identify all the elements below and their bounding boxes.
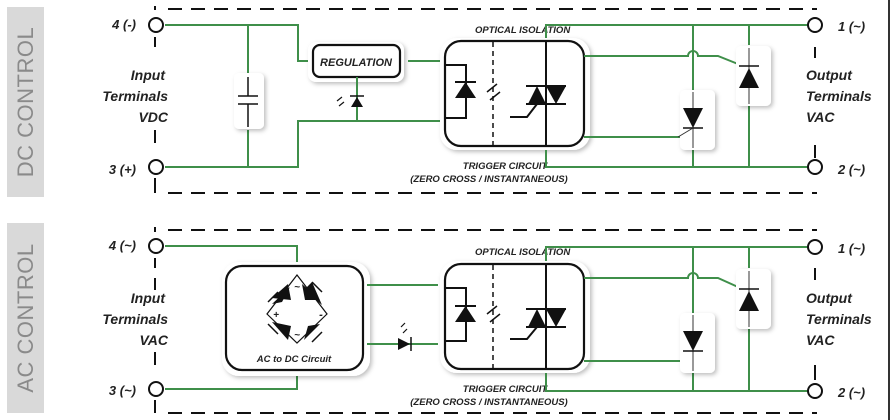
dc-triac-icon — [510, 85, 566, 118]
led-icon — [336, 95, 364, 107]
dc-terminal-2-label: 2 (~) — [837, 162, 865, 177]
dc-wire-out-bottom — [545, 150, 808, 168]
ac-terminal-2[interactable] — [807, 383, 823, 399]
ac-terminal-3[interactable] — [148, 381, 164, 397]
dc-enclosure-dashed — [168, 8, 817, 194]
ac-input-label-1: Input — [131, 290, 167, 306]
rectifier-mark-plus: + — [273, 310, 279, 321]
ac-terminal-4[interactable] — [148, 238, 164, 254]
ac-control-tab: AC CONTROL — [7, 223, 44, 413]
dc-terminal-3[interactable] — [148, 159, 164, 175]
ac-section: ~ ~ + - AC to DC Circuit OPTICAL ISOLATI… — [102, 227, 872, 414]
dc-terminal-4[interactable] — [148, 17, 164, 33]
ac-terminal-4-label: 4 (~) — [108, 238, 136, 253]
dc-terminal-1[interactable] — [807, 17, 823, 33]
ac-trigger-label: TRIGGER CIRCUIT — [463, 384, 549, 395]
ac-enclosure-dashed — [168, 229, 817, 414]
dc-optocoupler — [443, 39, 586, 148]
regulation-label: REGULATION — [320, 57, 393, 69]
dc-terminal-1-label: 1 (~) — [838, 19, 865, 34]
ac-output-label-1: Output — [806, 290, 853, 306]
dc-section: REGULATION OPTICAL ISOLATION TRIGGER CIR… — [102, 6, 872, 194]
ac-output-label-3: VAC — [806, 332, 835, 348]
capacitor-icon — [234, 73, 264, 129]
rectifier-mark-minus: - — [319, 309, 323, 321]
dc-trigger-sublabel: (ZERO CROSS / INSTANTANEOUS) — [410, 174, 567, 185]
frame-border — [888, 0, 890, 420]
dc-input-label-3: VDC — [138, 109, 168, 125]
bridge-rectifier-icon — [266, 274, 328, 344]
ac-scr-lower-icon — [680, 313, 715, 373]
ac-optocoupler — [443, 262, 586, 371]
ac-output-label-2: Terminals — [806, 311, 872, 327]
scr-lower-icon — [677, 90, 715, 150]
ac-led-icon — [398, 322, 412, 351]
ac-triac-icon — [510, 308, 566, 340]
ac-wire-top — [165, 245, 298, 262]
dc-control-tab: DC CONTROL — [7, 7, 44, 197]
dc-wire-bottom — [165, 120, 440, 168]
ac-wire-out-bottom — [545, 373, 808, 392]
ac-trigger-sublabel: (ZERO CROSS / INSTANTANEOUS) — [410, 397, 567, 408]
ac-wire-bottom — [165, 373, 298, 390]
dc-output-label-3: VAC — [806, 109, 835, 125]
dc-optical-label: OPTICAL ISOLATION — [475, 25, 571, 36]
ac-wire-out-top — [545, 246, 808, 261]
dc-terminal-2[interactable] — [807, 159, 823, 175]
dc-opto-led-icon — [455, 82, 476, 98]
ac-to-dc-label: AC to DC Circuit — [256, 354, 332, 365]
dc-input-label-2: Terminals — [102, 88, 168, 104]
ac-terminal-2-label: 2 (~) — [837, 385, 865, 400]
dc-wire-top — [165, 24, 310, 62]
ac-terminal-3-label: 3 (~) — [109, 383, 136, 398]
rectifier-mark-bottom: ~ — [294, 330, 300, 341]
ac-light-arrows-icon — [486, 305, 501, 323]
ac-opto-led-icon — [455, 306, 476, 322]
dc-input-label-1: Input — [131, 67, 167, 83]
ac-to-dc-block — [224, 264, 365, 372]
scr-upper-icon — [736, 46, 771, 106]
dc-wire-gate2 — [584, 50, 739, 65]
dc-terminal-4-label: 4 (-) — [111, 17, 136, 32]
dc-trigger-label: TRIGGER CIRCUIT — [463, 161, 549, 172]
dc-wire-out-top — [545, 24, 808, 38]
ac-terminal-1-label: 1 (~) — [838, 241, 865, 256]
dc-output-label-2: Terminals — [806, 88, 872, 104]
rectifier-mark-top: ~ — [294, 282, 300, 293]
ac-input-label-2: Terminals — [102, 311, 168, 327]
dc-output-label-1: Output — [806, 67, 853, 83]
ac-terminal-1[interactable] — [807, 239, 823, 255]
ac-input-label-3: VAC — [139, 332, 168, 348]
dc-terminal-3-label: 3 (+) — [109, 162, 136, 177]
ac-optical-label: OPTICAL ISOLATION — [475, 247, 571, 258]
ac-scr-upper-icon — [736, 269, 771, 329]
dc-light-arrows-icon — [486, 83, 501, 101]
